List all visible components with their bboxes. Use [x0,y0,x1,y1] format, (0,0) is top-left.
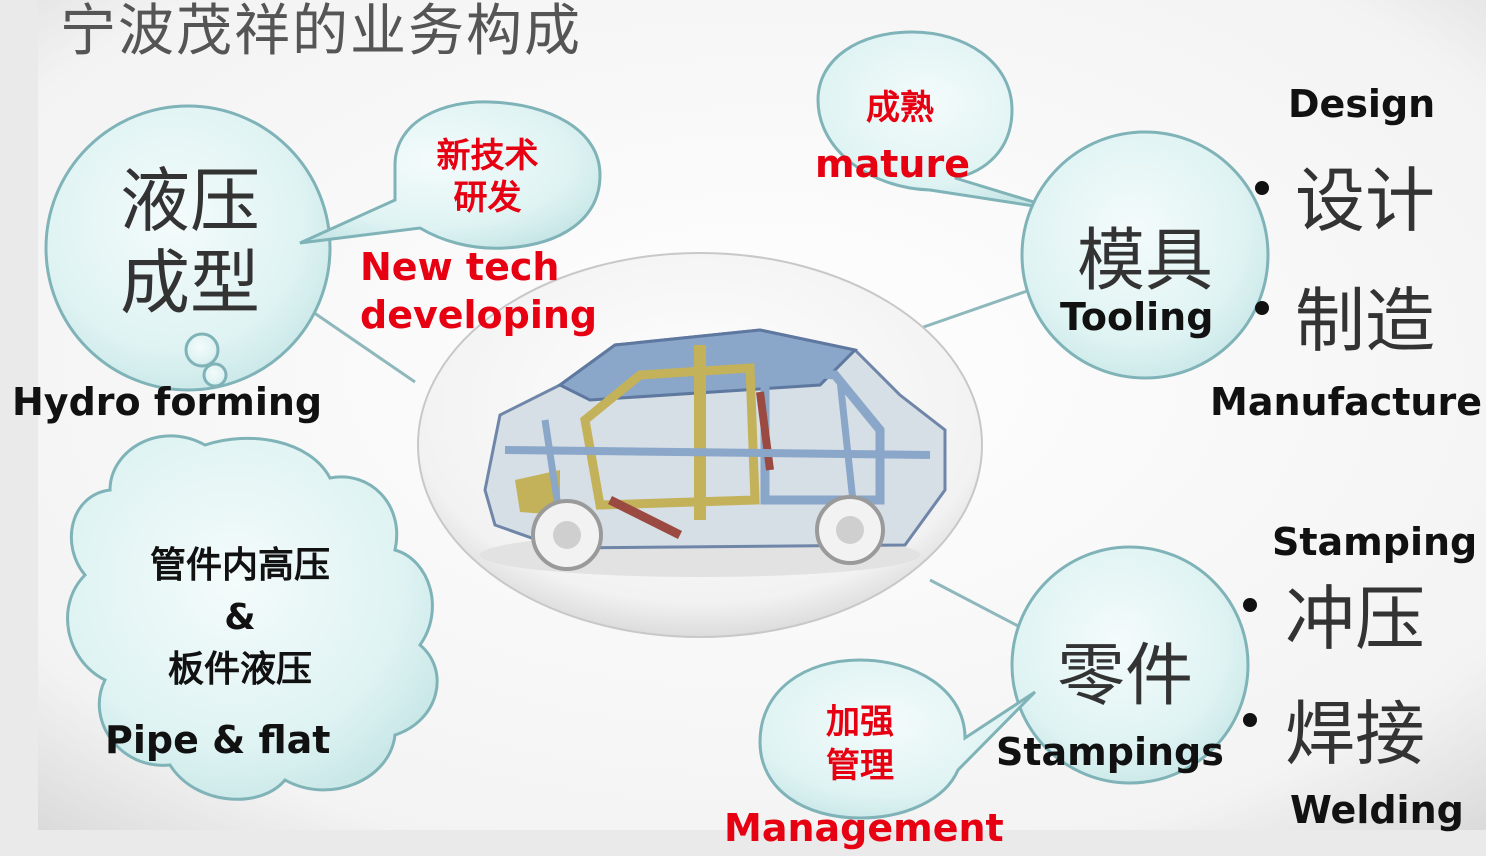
new-tech-cn-label: 新技术 研发 [405,135,570,219]
mature-en-label: mature [815,142,970,186]
pipe-flat-cloud [66,434,439,801]
manufacture-cn-label: 制造 [1295,280,1435,362]
management-cn-line1: 加强 [826,702,894,742]
hydroforming-cn-line2: 成型 [120,242,260,324]
thought-dot-large [184,332,220,368]
hydroforming-cn-label: 液压 成型 [95,160,285,324]
design-en-label: Design [1288,82,1436,126]
design-cn-label: 设计 [1295,160,1435,242]
stamping-en-label: Stamping [1272,520,1478,564]
bullet-dots [1243,181,1269,727]
hydroforming-bubble [44,104,332,392]
mature-bubble [816,30,1061,212]
manufacture-en-label: Manufacture [1210,380,1482,424]
tooling-en-label: Tooling [1060,295,1214,339]
management-en-label: Management [724,806,1004,850]
hydroforming-en-label: Hydro forming [12,380,323,424]
welding-cn-label: 焊接 [1285,693,1425,775]
new-tech-bubble [299,100,602,250]
stampings-bubble [1010,545,1250,785]
stampings-cn-label: 零件 [1056,637,1193,716]
management-cn-line2: 管理 [826,746,894,786]
tooling-cn-label: 模具 [1076,222,1213,301]
pipe-flat-cn-line2: & [224,597,256,638]
tooling-bubble [1020,130,1270,380]
thought-dot-small [202,362,228,388]
car-body-illustration [480,328,947,577]
new-tech-en-line2: developing [360,293,598,337]
management-bubble [758,658,1037,820]
pipe-flat-cn-line1: 管件内高压 [149,545,330,586]
mature-cn-label: 成熟 [866,88,934,128]
pipe-flat-cn-label: 管件内高压 & 板件液压 [125,540,355,696]
new-tech-en-label: New tech developing [360,243,597,339]
stamping-cn-label: 冲压 [1285,578,1425,660]
pipe-flat-cn-line3: 板件液压 [167,649,312,690]
connector-lines [309,288,1031,630]
new-tech-cn-line1: 新技术 [436,136,539,176]
pipe-flat-en-label: Pipe & flat [105,718,331,762]
management-cn-label: 加强 管理 [800,700,920,788]
welding-en-label: Welding [1290,788,1464,832]
page-title: 宁波茂祥的业务构成 [60,0,582,64]
stampings-en-label: Stampings [996,730,1224,774]
new-tech-en-line1: New tech [360,245,560,289]
hydroforming-cn-line1: 液压 [120,160,260,242]
new-tech-cn-line2: 研发 [453,178,522,218]
